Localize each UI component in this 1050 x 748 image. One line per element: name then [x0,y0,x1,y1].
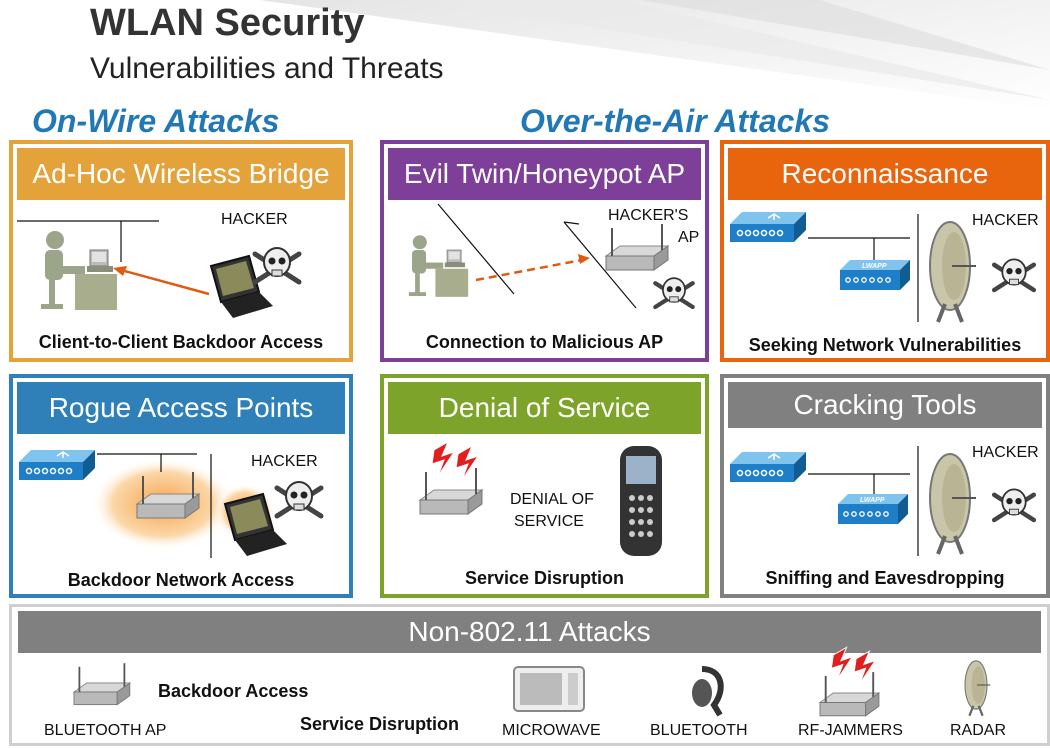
panel-caption: Connection to Malicious AP [425,332,664,352]
dish-antenna-icon [928,452,978,556]
hacker-label: HACKER [972,212,1039,229]
on-wire-heading: On-Wire Attacks [32,103,280,139]
panel-caption: Seeking Network Vulnerabilities [748,335,1022,355]
router-icon [605,223,669,271]
hacker-label: HACKER [251,453,318,470]
panel-caption: Service Disruption [464,568,625,588]
hackers-label: HACKER'S [608,207,689,224]
dos-label-1: DENIAL OF [510,491,594,508]
panel-cracking-tools: Cracking Tools HACKER Sniffing and Eaves… [720,374,1050,598]
panel-dos: Denial of Service DENIAL OF SERVICE Serv… [380,374,709,598]
radar-icon [963,659,992,717]
panel-title: Rogue Access Points [17,382,345,434]
device-label-bluetooth-ap: BLUETOOTH AP [44,722,167,739]
phone-icon [620,446,662,556]
switch-icon [729,451,807,483]
dos-illustration [419,441,662,556]
decorative-rays [260,0,1050,110]
panel-evil-twin: Evil Twin/Honeypot AP HACKER'S AP Connec… [380,140,709,362]
lwapp-ap-icon [839,259,911,291]
panel-title: Non-802.11 Attacks [18,611,1041,653]
switch-icon [18,449,96,481]
panel-title: Ad-Hoc Wireless Bridge [17,148,345,200]
rf-jammer-icon [819,646,880,717]
panel-title: Cracking Tools [728,382,1042,428]
panel-caption: Sniffing and Eavesdropping [765,568,1005,588]
adhoc-illustration [17,220,349,319]
hacker-label: HACKER [221,211,288,228]
non80211-illustration [73,646,992,717]
service-disruption-label: Service Disruption [300,714,460,734]
skull-icon [277,482,321,516]
switch-icon [729,211,807,243]
ap-label: AP [678,229,700,246]
bluetooth-ap-icon [73,662,131,706]
over-air-heading: Over-the-Air Attacks [520,103,831,139]
panel-title: Reconnaissance [728,148,1042,200]
recon-illustration [729,211,1046,324]
hacker-label: HACKER [972,444,1039,461]
panel-caption: Client-to-Client Backdoor Access [38,332,324,352]
device-label-microwave: MICROWAVE [502,722,601,739]
backdoor-access-label: Backdoor Access [158,681,309,701]
panel-caption: Backdoor Network Access [67,570,295,590]
dish-antenna-icon [928,220,978,324]
client-desktop-icon [408,234,469,298]
laptop-icon [224,493,288,557]
device-label-bluetooth: BLUETOOTH [650,722,748,739]
panel-adhoc-bridge: Ad-Hoc Wireless Bridge HACKER Client-to-… [9,140,353,362]
cracking-illustration [729,446,1046,556]
rogue-illustration [18,449,349,558]
hacker-desktop-icon [40,230,118,311]
panel-reconnaissance: Reconnaissance HACKER Seeking Network Vu… [720,140,1050,362]
panel-title: Denial of Service [388,382,701,434]
device-label-rf-jammers: RF-JAMMERS [798,722,903,739]
skull-icon [994,259,1034,290]
microwave-icon [513,666,585,712]
panel-rogue-ap: Rogue Access Points HACKER Backdoor Netw… [9,374,353,598]
panel-title: Evil Twin/Honeypot AP [388,148,701,200]
jammer-icon [419,441,483,515]
skull-icon [994,489,1034,520]
page-title: WLAN Security [90,2,365,44]
panel-non80211: Non-802.11 Attacks Backdoor Access Servi… [9,604,1050,746]
skull-icon [255,248,299,282]
dos-label-2: SERVICE [514,513,584,530]
evil-twin-illustration [408,203,705,324]
skull-icon [655,278,692,307]
lwapp-ap-icon [837,493,909,525]
device-label-radar: RADAR [950,722,1007,739]
headset-icon [692,666,724,717]
page-subtitle: Vulnerabilities and Threats [90,52,444,85]
